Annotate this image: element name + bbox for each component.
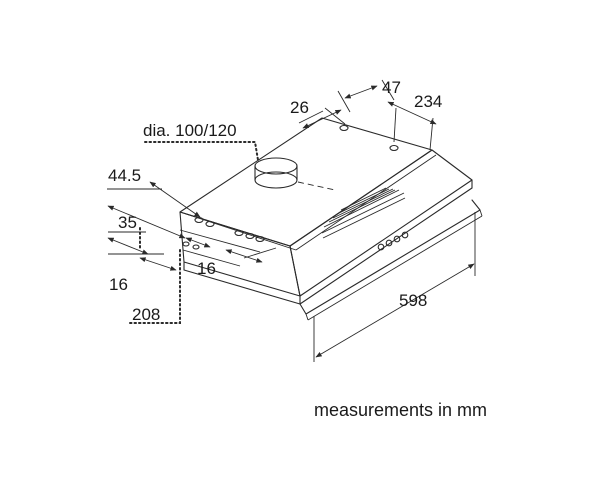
dim-16-front-label: 16 xyxy=(197,259,216,278)
filter-vents xyxy=(321,187,406,239)
dim-44-5: 44.5 xyxy=(107,166,201,218)
dim-26: 26 xyxy=(290,98,346,129)
hood-outline xyxy=(179,117,483,321)
dim-598-label: 598 xyxy=(399,291,427,310)
dim-35: 35 xyxy=(107,205,186,239)
dim-16-front: 16 xyxy=(185,237,277,278)
dim-598: 598 xyxy=(313,212,476,362)
control-buttons xyxy=(377,231,409,251)
duct-collar xyxy=(254,157,298,189)
duct-diameter-label: dia. 100/120 xyxy=(143,121,237,140)
dim-234-label: 234 xyxy=(414,92,442,111)
dim-47: 47 xyxy=(337,78,401,113)
dim-234: 234 xyxy=(387,92,442,151)
dim-208-label: 208 xyxy=(132,305,160,324)
units-note: measurements in mm xyxy=(314,400,488,420)
dim-16-left-label: 16 xyxy=(109,275,128,294)
dim-16-left: 16 xyxy=(107,227,177,294)
dim-35-label: 35 xyxy=(118,213,137,232)
center-line xyxy=(297,181,336,191)
duct-diameter-callout: dia. 100/120 xyxy=(143,121,259,161)
dim-44-5-label: 44.5 xyxy=(108,166,141,185)
dim-47-label: 47 xyxy=(382,78,401,97)
dim-208: 208 xyxy=(129,249,181,324)
dim-26-label: 26 xyxy=(290,98,309,117)
